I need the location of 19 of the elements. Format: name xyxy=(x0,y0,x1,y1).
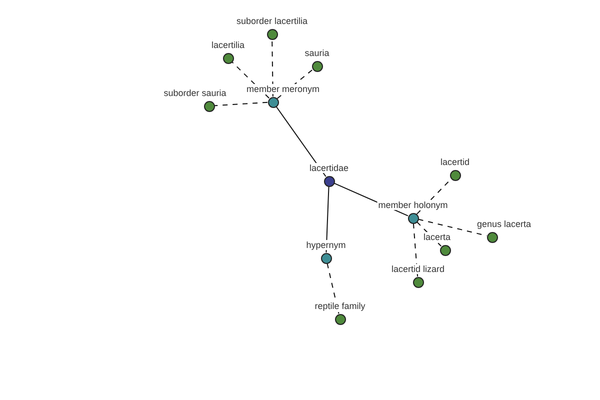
node-label: reptile family xyxy=(314,301,366,311)
node-label: lacertid lizard xyxy=(390,264,446,274)
dashed-connector xyxy=(231,61,270,99)
node-label: lacertilia xyxy=(210,40,246,50)
node-label: lacertidae xyxy=(308,163,350,173)
node-label: lacertid xyxy=(440,157,470,167)
node-label: sauria xyxy=(304,48,330,58)
node-label: genus lacerta xyxy=(476,219,532,229)
node-label: member meronym xyxy=(246,84,320,94)
dashed-connector xyxy=(416,221,442,247)
node-label: lacerta xyxy=(422,232,452,242)
node-label: suborder sauria xyxy=(162,88,228,98)
node-label: hypernym xyxy=(305,240,347,250)
node-label: suborder lacertilia xyxy=(235,16,309,26)
connector-line xyxy=(276,106,326,178)
node-label: member holonym xyxy=(377,200,449,210)
dashed-connector xyxy=(272,39,274,97)
dashed-connector xyxy=(214,102,268,106)
dashed-connector xyxy=(412,222,418,278)
